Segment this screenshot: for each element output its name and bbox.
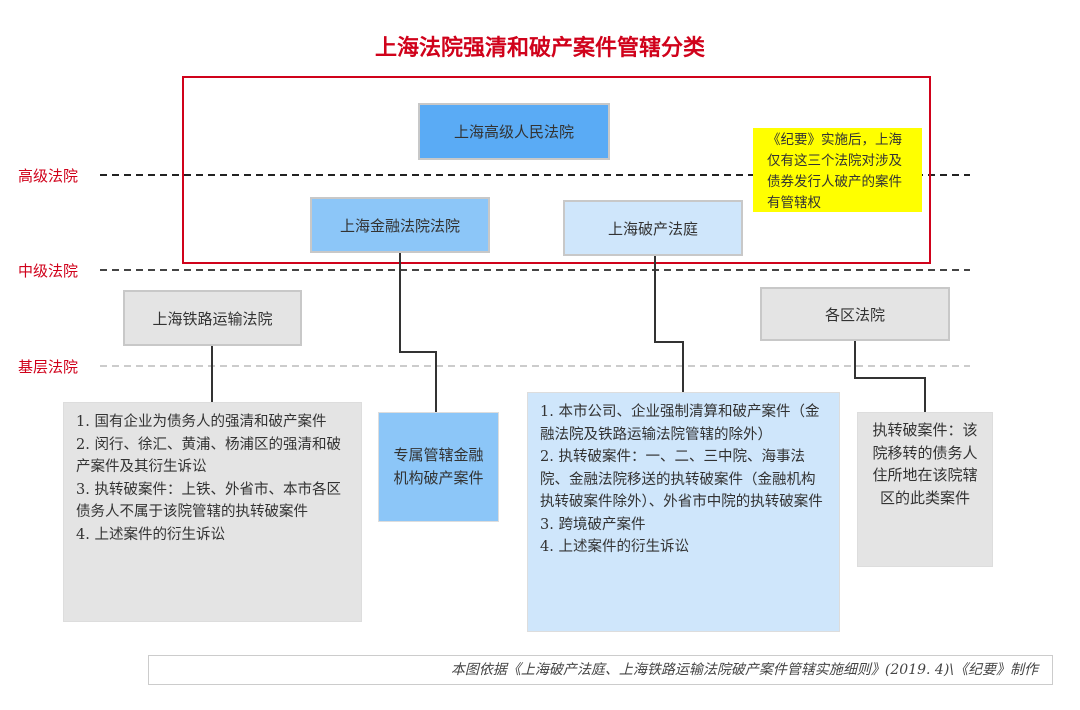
case-item: 1. 本市公司、企业强制清算和破产案件（金融法院及铁路运输法院管辖的除外） (540, 404, 820, 443)
financial-cases-box: 专属管辖金融机构破产案件 (378, 412, 499, 522)
jurisdiction-highlight-frame (182, 76, 931, 264)
diagram-title: 上海法院强清和破产案件管辖分类 (374, 36, 705, 61)
district-courts-node: 各区法院 (760, 287, 950, 341)
bankruptcy-cases-box: 1. 本市公司、企业强制清算和破产案件（金融法院及铁路运输法院管辖的除外） 2.… (527, 392, 840, 632)
bankruptcy-court-node: 上海破产法庭 (563, 200, 743, 256)
case-item: 3. 跨境破产案件 (540, 516, 646, 533)
case-item: 4. 上述案件的衍生诉讼 (540, 539, 689, 555)
source-footnote: 本图依据《上海破产法庭、上海铁路运输法院破产案件管辖实施细则》(2019. 4)… (148, 655, 1053, 685)
level-label-base: 基层法院 (18, 358, 79, 376)
case-item: 2. 执转破案件：一、二、三中院、海事法院、金融法院移送的执转破案件（金融机构执… (540, 449, 823, 510)
case-item: 2. 闵行、徐汇、黄浦、杨浦区的强清和破产案件及其衍生诉讼 (76, 436, 341, 476)
bankruptcy-connector (654, 256, 684, 392)
financial-connector (399, 253, 437, 412)
railway-cases-box: 1. 国有企业为债务人的强清和破产案件 2. 闵行、徐汇、黄浦、杨浦区的强清和破… (63, 402, 362, 622)
district-cases-box: 执转破案件：该院移转的债务人住所地在该院辖区的此类案件 (857, 412, 993, 567)
high-court-node: 上海高级人民法院 (418, 103, 610, 160)
case-item: 4. 上述案件的衍生诉讼 (76, 526, 225, 543)
sticky-note: 《纪要》实施后，上海仅有这三个法院对涉及债券发行人破产的案件有管辖权 (753, 128, 922, 212)
level-label-mid: 中级法院 (18, 262, 79, 280)
financial-court-node: 上海金融法院法院 (310, 197, 490, 253)
case-item: 1. 国有企业为债务人的强清和破产案件 (76, 414, 327, 430)
district-connector (854, 341, 926, 412)
level-label-high: 高级法院 (18, 167, 79, 185)
railway-court-node: 上海铁路运输法院 (123, 290, 302, 346)
case-item: 3. 执转破案件：上铁、外省市、本市各区债务人不属于该院管辖的执转破案件 (76, 481, 341, 521)
